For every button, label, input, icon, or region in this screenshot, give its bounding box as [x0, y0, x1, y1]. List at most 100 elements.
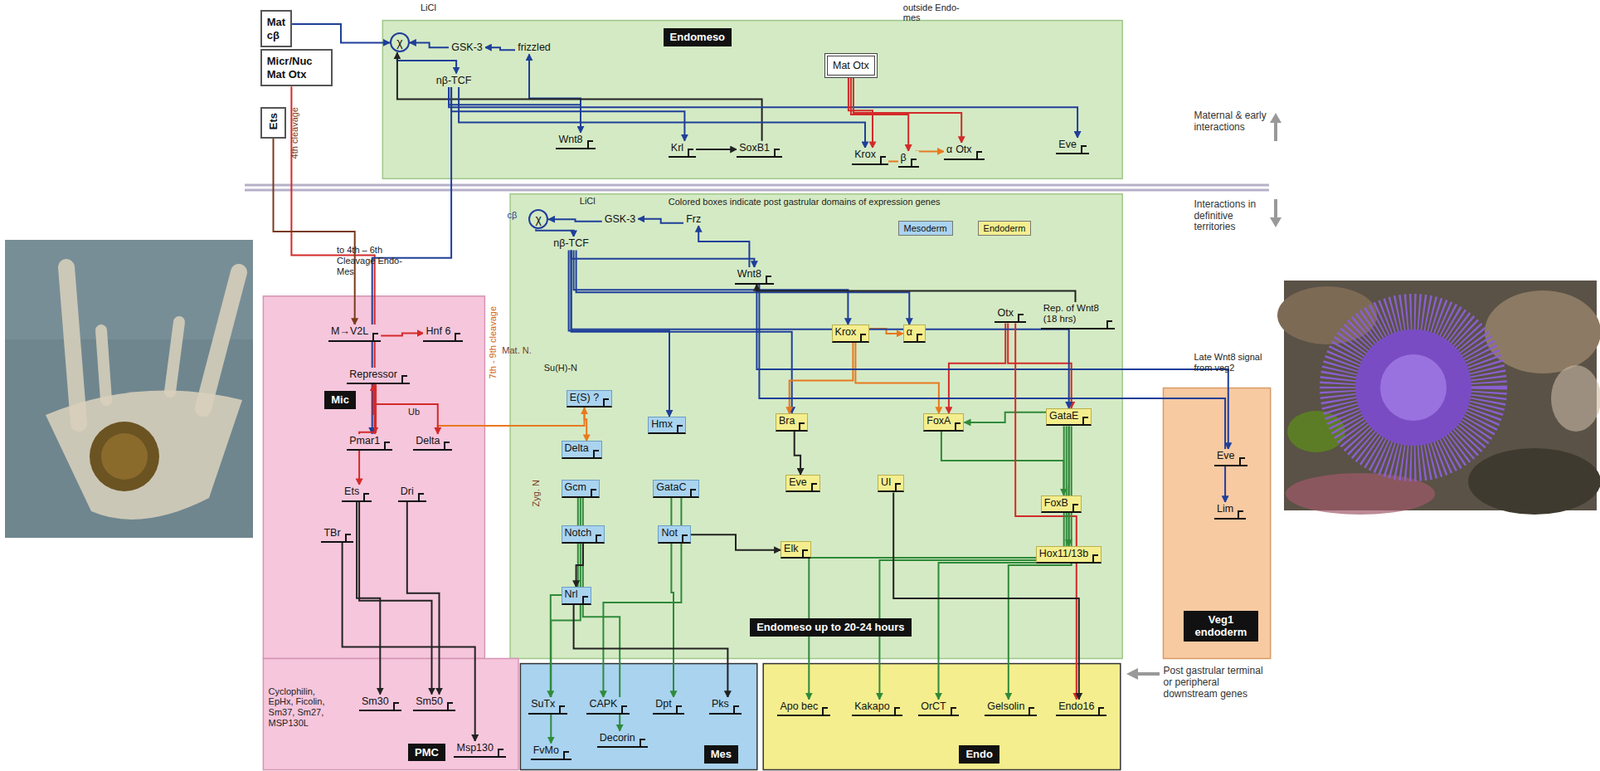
node-text: Dri: [400, 485, 414, 497]
regulatory-link: [448, 87, 1078, 139]
node-text: Hnf 6: [425, 325, 451, 337]
territory-region: Endo Apo bec Kakapo OrCT Gelsolin Endo16: [763, 663, 1121, 770]
regulatory-link: [380, 332, 424, 336]
regulatory-link: [397, 52, 457, 73]
rock: [1285, 472, 1435, 515]
node-text: SoxB1: [739, 141, 770, 154]
node-text: Sm50: [415, 695, 443, 707]
direction-arrow: [1269, 217, 1282, 228]
regulatory-link: [291, 24, 390, 44]
regulatory-link: [437, 407, 585, 434]
gene: SoxB1: [736, 141, 783, 158]
node-text: α: [946, 143, 953, 156]
node-text: Krl: [671, 141, 684, 154]
endoderm-gene-box: GataE: [1045, 408, 1092, 426]
node-text: Micr/Nuc Mat Otx: [267, 54, 313, 81]
regulatory-link: [529, 53, 581, 133]
node-text: Eve: [1216, 449, 1236, 462]
larva-photo: [4, 239, 253, 340]
regulatory-link: [458, 87, 866, 149]
territory-region: Endomeso up to 20-24 hours χ GSK-3 Frz nβ-TC…: [510, 194, 1123, 659]
gene: Endo16: [1055, 699, 1107, 716]
regulatory-link: [485, 47, 516, 50]
gene: TBr: [320, 525, 353, 543]
regulatory-link: [941, 431, 1065, 496]
gene: Hnf 6: [423, 324, 463, 341]
input-box: Micr/Nuc Mat Otx: [260, 48, 333, 87]
direction-arrow: [1274, 199, 1278, 219]
node-text: Apo bec: [779, 700, 818, 712]
gene: αOtx: [943, 142, 985, 160]
node-text: Pks: [711, 697, 730, 710]
endoderm-gene-box: FoxA: [923, 413, 964, 431]
annotation: Ub: [408, 406, 420, 418]
node-text: GSK-3: [451, 41, 483, 54]
annotation: 4th cleavage: [289, 106, 301, 159]
gene: Dpt: [652, 696, 684, 714]
larva-photo: [4, 239, 253, 538]
larva-arm: [66, 267, 79, 424]
larva-arm: [170, 321, 180, 392]
regulatory-link: [1007, 322, 1072, 409]
gene: OrCT: [918, 699, 959, 716]
mesoderm-gene-box: GataC: [652, 479, 700, 497]
larva-gut: [89, 421, 160, 492]
gene: Krox: [851, 147, 889, 165]
mesoderm-gene-box: Gcm: [561, 479, 600, 497]
node-text: β: [900, 151, 907, 164]
region-label: Endomeso: [663, 28, 732, 47]
signal-node: χ: [528, 209, 549, 229]
larva-gut: [101, 432, 148, 480]
legend-text: Endoderm: [983, 223, 1027, 234]
node-text: Frz: [685, 213, 701, 225]
urchin-body: [1355, 329, 1472, 446]
node-text: Kakapo: [854, 700, 890, 712]
regulatory-link: [573, 604, 729, 698]
signal-node: nβ-TCF: [433, 73, 475, 88]
gene: Pmar1: [346, 433, 393, 451]
annotation: outside Endo-mes: [903, 2, 967, 24]
endoderm-gene-box: Bra: [775, 413, 808, 431]
region-ground: [1163, 388, 1271, 659]
regulatory-link: [448, 87, 581, 133]
signal-node: GSK-3: [602, 212, 639, 226]
node-text: Gcm: [564, 481, 587, 493]
node-text: Repressor: [349, 368, 398, 380]
node-text: Elk: [783, 542, 798, 555]
node-text: Hox11/13b: [1039, 547, 1090, 560]
node-text: Wnt8: [558, 133, 583, 146]
gene: Repressor: [346, 367, 410, 385]
endoderm-gene-box: Krox: [831, 324, 871, 342]
node-text: GataC: [656, 481, 686, 493]
divider: [244, 189, 1270, 192]
gene: Apo bec: [777, 699, 831, 716]
node-text: Krox: [854, 148, 876, 161]
region-label: Endomeso up to 20-24 hours: [749, 617, 911, 637]
gene: Delta: [413, 433, 453, 451]
gene: Lim: [1214, 501, 1246, 519]
annotation: Colored boxes indicate post gastrular do…: [668, 196, 941, 208]
node-text: M→V2L: [330, 325, 369, 337]
gene: Dri: [398, 484, 427, 501]
regulatory-link: [571, 249, 1070, 409]
legend-text: Mesoderm: [904, 223, 948, 234]
urchin-body: [1380, 354, 1447, 421]
node-text: OrCT: [920, 700, 947, 712]
regulatory-link: [273, 138, 356, 325]
annotation: Interactions in definitive territories: [1193, 199, 1268, 234]
signal-node: nβ-TCF: [550, 236, 592, 250]
gene: FvMo: [530, 743, 572, 760]
larva-body: [45, 389, 243, 519]
node-text: Otx: [996, 306, 1013, 319]
gene: Sm30: [359, 694, 402, 711]
node-text: UI: [880, 476, 892, 488]
node-text: α: [906, 325, 913, 338]
regulatory-link: [964, 412, 1047, 423]
mesoderm-gene-box: Nrl: [561, 586, 592, 604]
gene: Wnt8: [555, 132, 595, 150]
node-text: Delta: [415, 434, 440, 447]
region-label: Endo: [958, 744, 1000, 764]
gene: Gelsolin: [984, 699, 1037, 716]
node-text: Sm30: [361, 695, 390, 707]
node-text: FvMo: [533, 744, 560, 756]
